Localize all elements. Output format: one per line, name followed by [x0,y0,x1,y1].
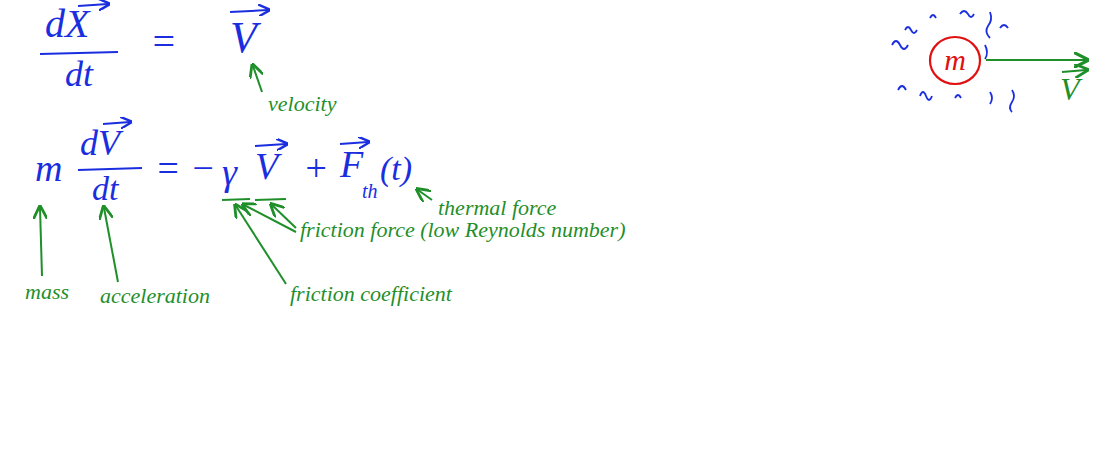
derivative-numerator: dX [45,2,89,46]
derivative-numerator: dV [80,124,120,164]
annotation: mass [25,280,69,304]
velocity-symbol: V [255,146,278,188]
velocity-symbol: V [230,14,257,62]
velocity-symbol: V [1060,72,1080,107]
mass-label: m [928,45,982,75]
particle-circle: m [928,35,982,86]
equals-sign: = [155,148,181,190]
derivative-denominator: dt [92,170,118,207]
annotation: thermal force [438,196,556,220]
mass-symbol: m [35,148,62,190]
argument: (t) [380,150,412,187]
minus-sign: − [190,148,216,190]
force-symbol: F [340,144,363,186]
annotation: friction coefficient [290,282,452,306]
plus-sign: + [303,148,329,190]
gamma-symbol: γ [222,152,237,194]
subscript: th [362,180,378,202]
annotation: acceleration [100,284,210,308]
annotation: friction force (low Reynolds number) [300,218,625,242]
annotation: velocity [268,92,336,116]
derivative-denominator: dt [65,55,93,95]
equals-sign: = [150,20,177,64]
